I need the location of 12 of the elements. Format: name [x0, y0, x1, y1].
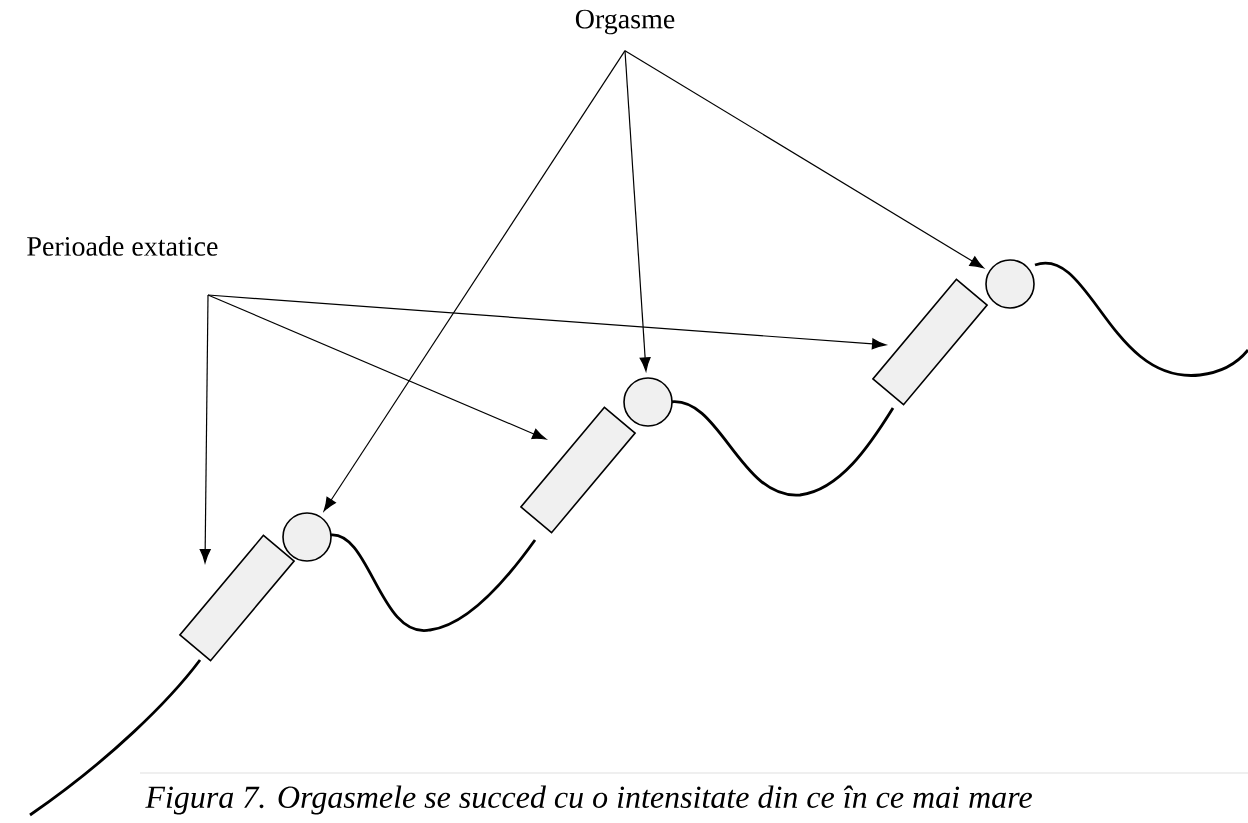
dotted-circle	[282, 512, 332, 562]
text-label: Perioade extatice	[27, 236, 218, 256]
arrow	[624, 50, 984, 269]
arrow	[207, 294, 547, 440]
dotted-circle	[985, 259, 1035, 309]
dotted-circle	[623, 377, 673, 427]
caption: Figura 7. Orgasmele se succed cu o intensitate din ce în ce mai mare	[145, 785, 1032, 815]
arrow	[199, 294, 211, 564]
arrow	[207, 294, 887, 350]
arrow	[624, 50, 651, 372]
arrow	[323, 50, 626, 512]
text-label: Orgasme	[575, 9, 675, 35]
